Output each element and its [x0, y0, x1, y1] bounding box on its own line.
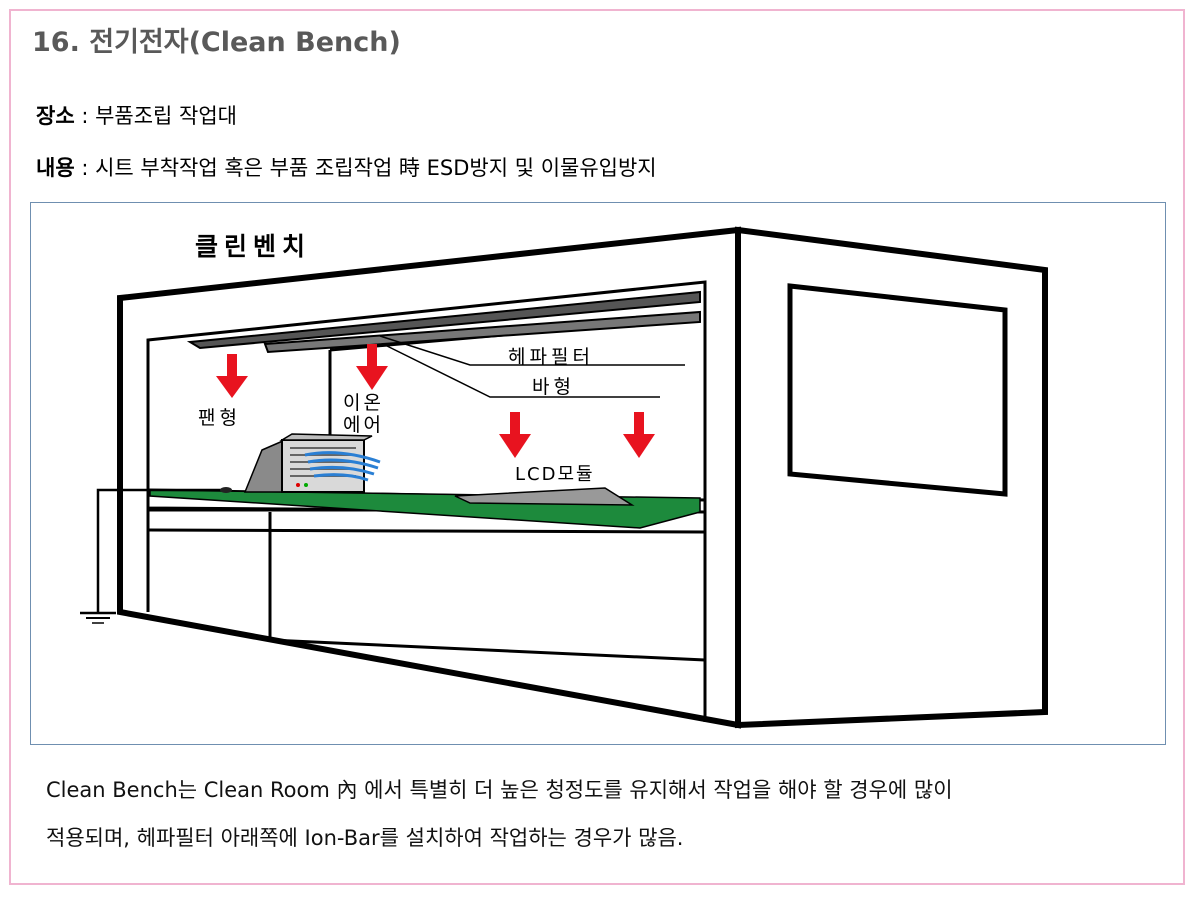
location-separator: : [74, 104, 96, 128]
lcd-module [454, 487, 635, 506]
side-window [787, 283, 1008, 497]
label-hepa-filter: 헤파필터 [508, 346, 594, 368]
content-row: 내용 : 시트 부착작업 혹은 부품 조립작업 時 ESD방지 및 이물유입방지 [36, 152, 657, 182]
ground-clip [220, 487, 232, 493]
caption-line-1: Clean Bench는 Clean Room 內 에서 특별히 더 높은 청정… [46, 778, 953, 802]
fan-ionizer-top [279, 433, 373, 441]
diagram-heading: 클린벤치 [195, 232, 311, 261]
content-label: 내용 [36, 156, 75, 180]
base-line [269, 638, 706, 662]
downflow-arrow-2 [356, 344, 388, 390]
hepa-leader-line [379, 335, 685, 366]
page-title: 16. 전기전자(Clean Bench) [32, 27, 401, 58]
ion-bar [263, 310, 701, 354]
location-row: 장소 : 부품조립 작업대 [36, 100, 237, 130]
content-separator: : [74, 156, 96, 180]
downflow-arrow-3 [499, 412, 531, 458]
label-fan-type: 팬형 [198, 407, 241, 429]
location-value: 부품조립 작업대 [95, 104, 237, 128]
cabinet-side-face [735, 226, 1048, 729]
diagram-frame [30, 202, 1166, 745]
content-value: 시트 부착작업 혹은 부품 조립작업 時 ESD방지 및 이물유입방지 [95, 156, 657, 180]
label-bar-type: 바형 [532, 376, 575, 398]
ionized-air-stream [304, 451, 381, 482]
location-label: 장소 [36, 104, 75, 128]
downflow-arrow-1 [216, 354, 248, 398]
label-lcd-module: LCD모듈 [515, 464, 595, 485]
label-ion-air-line2: 에어 [343, 414, 384, 436]
ionizer-led-green [304, 483, 308, 487]
ionizer-led-red [296, 483, 300, 487]
hepa-filter [186, 290, 701, 350]
bar-leader-line [384, 344, 660, 398]
table-skirt [147, 528, 706, 534]
label-ion-air-line1: 이온 [343, 392, 384, 414]
page-frame [9, 9, 1185, 885]
ground-wire [96, 488, 228, 612]
caption-line-2: 적용되며, 헤파필터 아래쪽에 Ion-Bar를 설치하여 작업하는 경우가 많… [46, 826, 684, 850]
downflow-arrow-4 [623, 412, 655, 458]
